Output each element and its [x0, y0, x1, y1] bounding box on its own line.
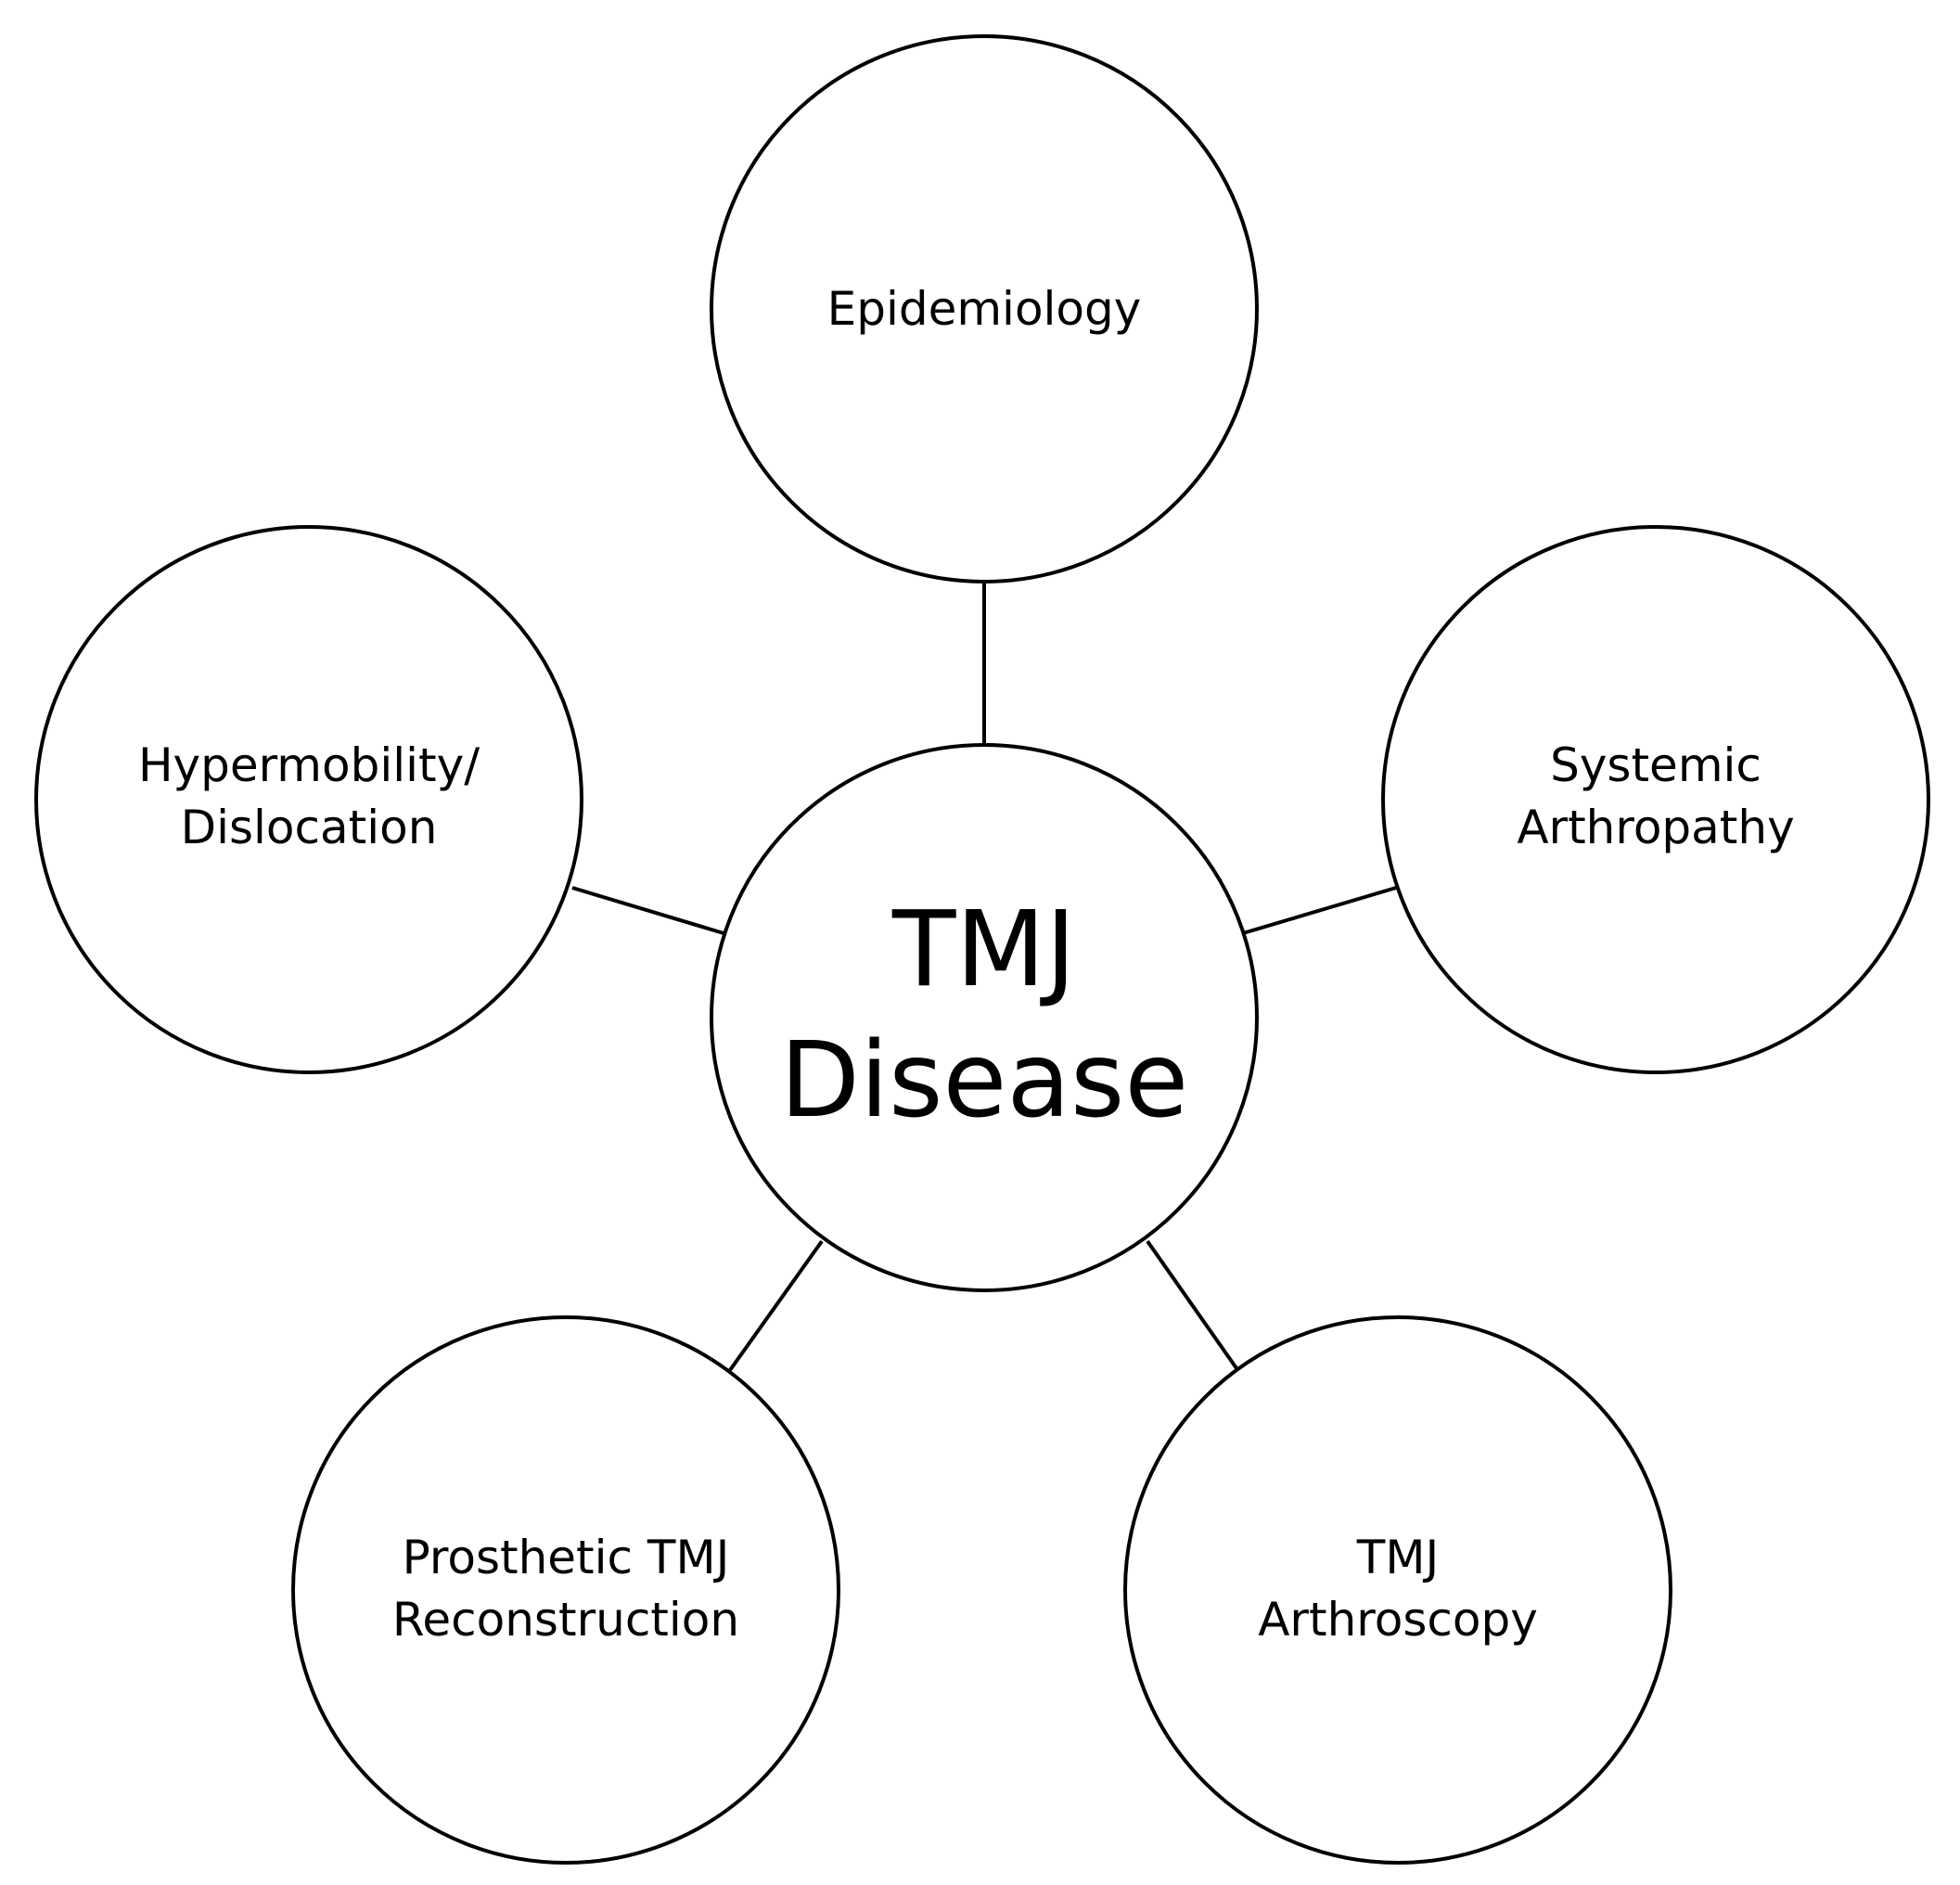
node-systemic-arthropathy-label-line2: Arthropathy	[1517, 801, 1794, 854]
center-label-line1: TMJ	[891, 890, 1076, 1010]
node-tmj-arthroscopy-label-line2: Arthroscopy	[1258, 1593, 1538, 1647]
node-tmj-arthroscopy: TMJ Arthroscopy	[1123, 1315, 1672, 1865]
node-prosthetic-reconstruction-circle	[291, 1315, 840, 1865]
node-hypermobility-dislocation-label-line1: Hypermobility/	[138, 738, 480, 792]
node-tmj-arthroscopy-circle	[1123, 1315, 1672, 1865]
connector-tmj-arthroscopy	[1146, 1239, 1238, 1370]
node-systemic-arthropathy-circle	[1381, 525, 1930, 1074]
center-label-line2: Disease	[780, 1020, 1189, 1141]
connector-hypermobility-dislocation	[571, 886, 724, 935]
node-epidemiology-circle	[710, 34, 1259, 583]
node-tmj-disease-center: TMJ Disease	[710, 743, 1259, 1292]
connector-prosthetic-reconstruction	[728, 1239, 824, 1372]
node-systemic-arthropathy: Systemic Arthropathy	[1381, 525, 1930, 1074]
node-tmj-arthroscopy-label-line1: TMJ	[1356, 1531, 1439, 1584]
node-prosthetic-reconstruction-label-line2: Reconstruction	[392, 1593, 739, 1647]
node-systemic-arthropathy-label-line1: Systemic	[1550, 738, 1761, 792]
node-hypermobility-dislocation-label-line2: Dislocation	[181, 801, 438, 854]
node-epidemiology-label: Epidemiology	[827, 282, 1142, 336]
node-prosthetic-reconstruction: Prosthetic TMJ Reconstruction	[291, 1315, 840, 1865]
node-epidemiology: Epidemiology	[710, 34, 1259, 583]
node-hypermobility-dislocation-circle	[34, 525, 583, 1074]
node-prosthetic-reconstruction-label-line1: Prosthetic TMJ	[403, 1531, 730, 1584]
node-hypermobility-dislocation: Hypermobility/ Dislocation	[34, 525, 583, 1074]
node-tmj-disease-circle	[710, 743, 1259, 1292]
connector-systemic-arthropathy	[1242, 886, 1397, 935]
